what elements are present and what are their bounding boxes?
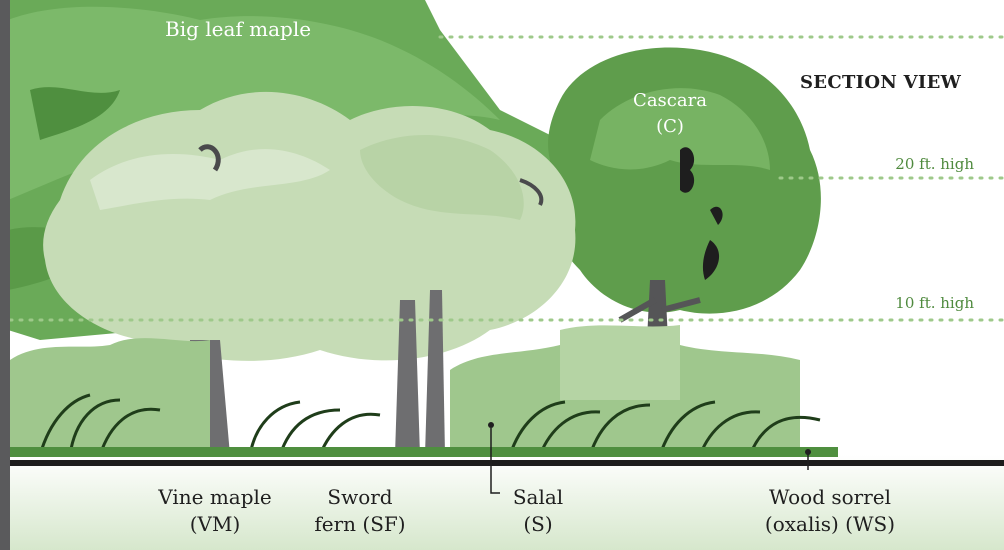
salal-marker — [488, 422, 494, 428]
sword-fern-label: Sword fern (SF) — [300, 484, 420, 538]
wood-sorrel-code: (oxalis) (WS) — [745, 511, 915, 538]
cascara-name: Cascara — [620, 88, 720, 114]
vine-maple-label: Vine maple (VM) — [150, 484, 280, 538]
vine-maple-code: (VM) — [150, 511, 280, 538]
vine-maple-name: Vine maple — [150, 484, 280, 511]
wood-sorrel-label: Wood sorrel (oxalis) (WS) — [745, 484, 915, 538]
sword-fern-name-2: fern (SF) — [300, 511, 420, 538]
cascara-label: Cascara (C) — [620, 88, 720, 140]
sword-fern-name: Sword — [300, 484, 420, 511]
salal-name: Salal — [498, 484, 578, 511]
big-leaf-maple-label: Big leaf maple — [165, 16, 311, 43]
salal-code: (S) — [498, 511, 578, 538]
height-20ft-label: 20 ft. high — [895, 155, 974, 173]
groundcover-strip — [8, 447, 838, 457]
height-10ft-label: 10 ft. high — [895, 294, 974, 312]
cascara-code: (C) — [620, 114, 720, 140]
ground-line — [8, 460, 1004, 466]
wood-sorrel-name: Wood sorrel — [745, 484, 915, 511]
salal-label: Salal (S) — [498, 484, 578, 538]
wood-sorrel-marker — [805, 449, 811, 455]
section-view-title: SECTION VIEW — [800, 72, 961, 93]
left-frame-edge — [0, 0, 10, 550]
